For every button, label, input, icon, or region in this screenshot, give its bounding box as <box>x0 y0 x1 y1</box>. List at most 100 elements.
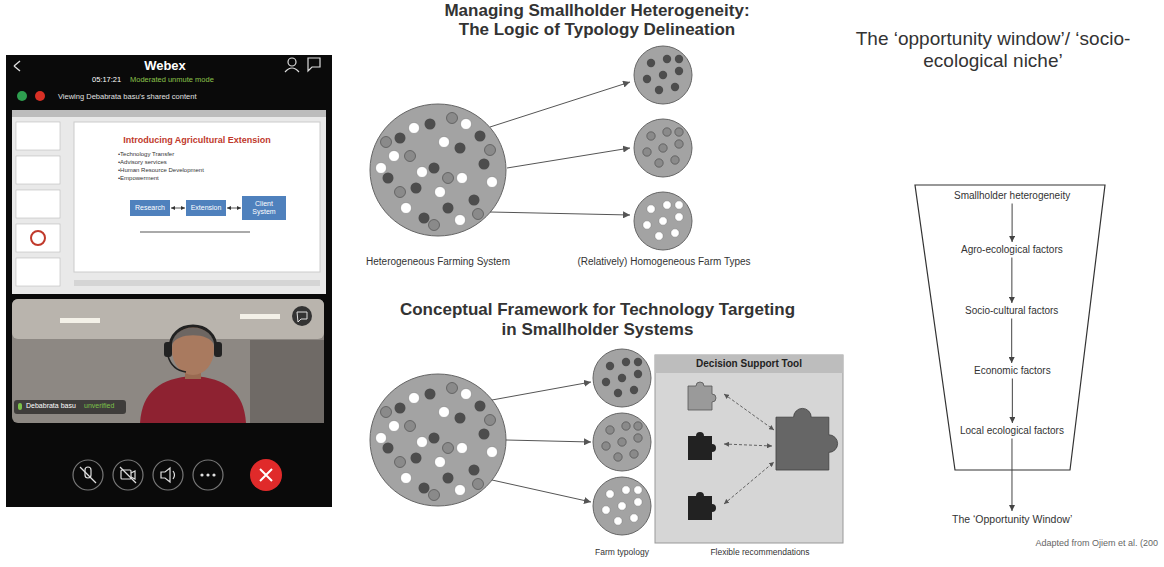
phone-screenshot <box>168 356 186 372</box>
typology-figure <box>490 82 630 215</box>
figure-label: Farm typology <box>588 547 656 557</box>
call-time: 05:17:21 <box>92 75 121 84</box>
phone-screenshot <box>80 467 96 483</box>
connector-arrow <box>1011 258 1012 304</box>
typology-figure <box>507 148 630 168</box>
typology-figure <box>634 192 692 250</box>
phone-screenshot <box>73 460 223 490</box>
node-text: Socio-cultural factors <box>965 305 1058 317</box>
funnel-step: Local ecological factors <box>959 425 1065 437</box>
phone-screenshot <box>170 326 216 350</box>
process-box: Research <box>130 200 170 216</box>
node-text: The ‘Opportunity Window’ <box>952 513 1072 525</box>
connector-arrow <box>1012 379 1013 424</box>
typology-figure <box>643 55 683 94</box>
phone-screenshot <box>17 91 27 101</box>
phone-screenshot <box>16 122 60 150</box>
phone-screenshot <box>12 299 324 339</box>
presenter-name: Debabrata basu <box>26 402 76 410</box>
phone-screenshot <box>161 468 170 482</box>
typology-figure <box>643 201 683 240</box>
targeting-figure <box>688 382 716 410</box>
phone-screenshot <box>6 55 332 507</box>
typology-figure <box>370 46 692 250</box>
targeting-figure <box>724 444 772 446</box>
targeting-figure <box>724 394 774 430</box>
phone-screenshot <box>193 460 223 490</box>
connector-arrow <box>1011 439 1012 512</box>
phone-screenshot <box>31 231 45 245</box>
typology-figure <box>370 104 506 236</box>
targeting-figure <box>602 486 642 525</box>
phone-screenshot <box>120 467 136 483</box>
slide-bullet: •Human Resource Development <box>118 167 204 174</box>
phone-screenshot <box>250 459 282 491</box>
connector-arrow <box>1011 319 1012 364</box>
node-text: Research <box>135 204 165 212</box>
targeting-figure <box>688 492 716 520</box>
targeting-figure <box>370 349 843 543</box>
phone-screenshot <box>250 340 324 423</box>
node-text: Economic factors <box>974 365 1051 377</box>
typology-figure <box>634 119 692 177</box>
phone-screenshot <box>173 471 175 479</box>
phone-screenshot <box>214 342 222 357</box>
targeting-figure <box>724 462 774 504</box>
phone-screenshot <box>288 58 296 66</box>
funnel-step: Smallholder heterogeneity <box>953 190 1071 202</box>
process-box: Client System <box>242 196 286 220</box>
phone-screenshot <box>285 68 299 72</box>
targeting-figure <box>776 408 838 470</box>
phone-screenshot <box>6 55 332 507</box>
figure-title: Managing Smallholder Heterogeneity: The … <box>432 2 762 39</box>
figure-title: The ‘opportunity window’/ ‘socio-ecologi… <box>826 28 1160 72</box>
figure-title: Conceptual Framework for Technology Targ… <box>395 300 800 339</box>
call-mode: Moderated unmute mode <box>130 75 214 84</box>
phone-screenshot <box>18 403 22 410</box>
phone-screenshot <box>12 299 324 423</box>
funnel-step: Agro-ecological factors <box>960 244 1064 256</box>
phone-screenshot <box>200 473 215 476</box>
phone-screenshot <box>260 469 272 481</box>
phone-screenshot <box>153 460 183 490</box>
funnel-step: Economic factors <box>973 365 1052 377</box>
phone-screenshot <box>164 342 172 357</box>
phone-screenshot <box>16 258 60 286</box>
targeting-figure <box>376 383 498 501</box>
funnel-outcome: The ‘Opportunity Window’ <box>951 513 1073 525</box>
phone-screenshot <box>16 190 60 218</box>
targeting-figure <box>492 480 591 502</box>
tool-panel: Decision Support Tool <box>655 355 843 373</box>
targeting-figure <box>602 422 642 461</box>
connector-arrow <box>171 208 185 209</box>
funnel <box>915 185 1105 470</box>
phone-screenshot <box>74 280 320 286</box>
phone-screenshot <box>16 156 60 184</box>
targeting-figure <box>593 349 651 407</box>
funnel <box>915 185 1105 470</box>
typology-figure <box>376 113 498 231</box>
node-text: Smallholder heterogeneity <box>954 190 1070 202</box>
phone-screenshot <box>240 314 280 319</box>
phone-screenshot <box>14 61 20 71</box>
figure-label: Flexible recommendations <box>688 547 832 557</box>
typology-figure <box>490 82 630 127</box>
process-box: Extension <box>186 200 226 216</box>
phone-screenshot <box>292 306 312 326</box>
phone-screenshot <box>74 122 320 272</box>
source-note: Adapted from Ojiem et al. (200 <box>1000 538 1158 549</box>
funnel-step: Socio-cultural factors <box>964 305 1059 317</box>
targeting-figure <box>602 358 642 397</box>
phone-screenshot <box>140 231 250 233</box>
node-text: Agro-ecological factors <box>961 244 1063 256</box>
targeting-figure <box>370 374 506 506</box>
node-text: Extension <box>191 204 222 212</box>
slide-bullet: •Advisory services <box>118 159 167 166</box>
phone-screenshot <box>80 467 175 483</box>
slide-title: Introducing Agricultural Extension <box>80 135 314 146</box>
typology-figure <box>490 212 630 215</box>
phone-screenshot <box>73 460 103 490</box>
